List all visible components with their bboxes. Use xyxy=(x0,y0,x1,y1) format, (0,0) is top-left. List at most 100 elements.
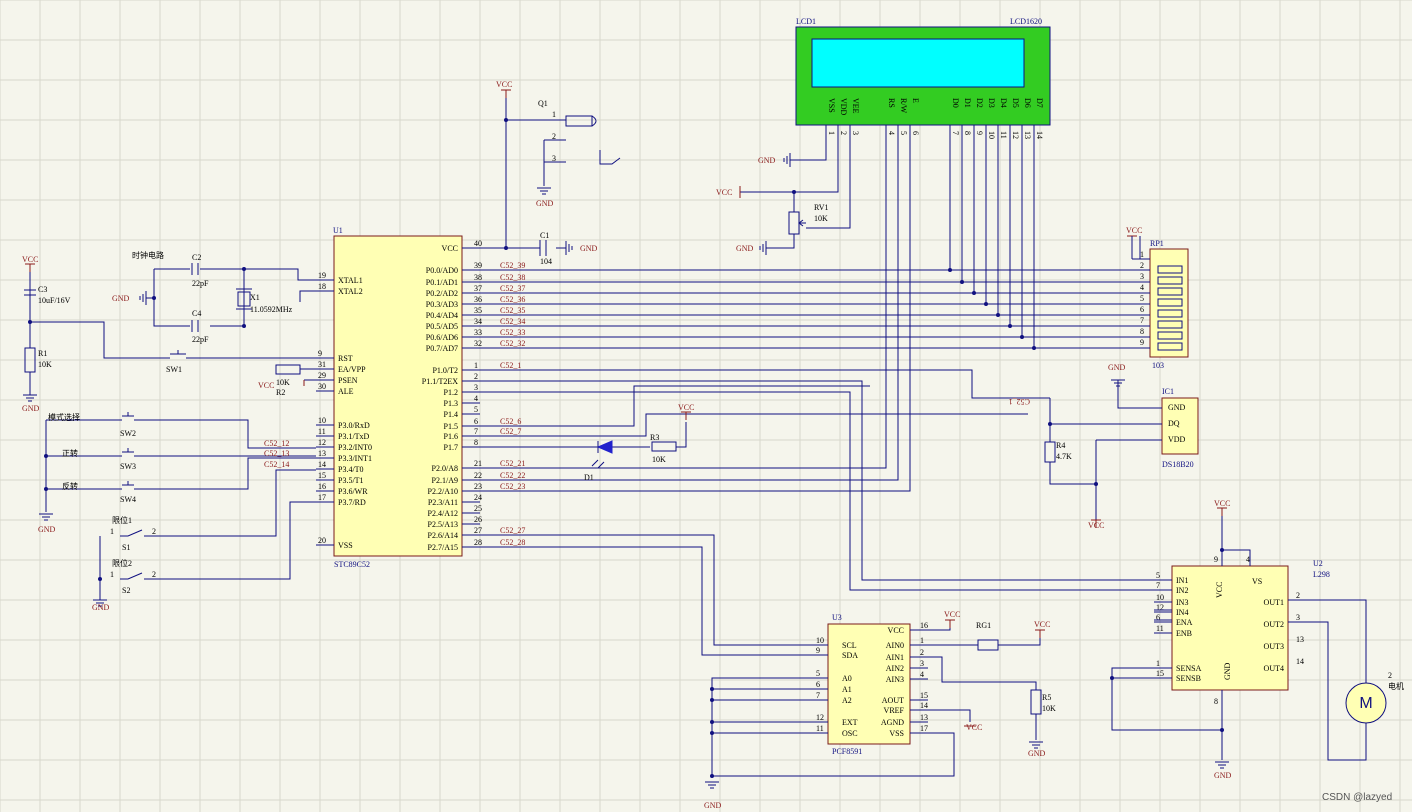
sw2-label: SW2 xyxy=(120,429,136,438)
mcu-pin-number: 26 xyxy=(474,515,482,524)
sw4-label: SW4 xyxy=(120,495,136,504)
l298-pin-label: IN1 xyxy=(1176,576,1188,585)
mcu-pin-label: P0.7/AD7 xyxy=(426,344,458,353)
l298-pin-label: SENSB xyxy=(1176,674,1201,683)
rp1-pin-number: 3 xyxy=(1140,272,1144,281)
driver-l298[interactable]: U2 L298 5IN17IN210IN312IN46ENA11ENB1SENS… xyxy=(1154,555,1330,706)
rp1-resistor xyxy=(1157,287,1183,296)
l298-pin-label: ENA xyxy=(1176,618,1193,627)
mcu-pin-label: P2.3/A11 xyxy=(428,498,458,507)
s2-label: S2 xyxy=(122,586,130,595)
mcu-pin-label: P0.3/AD3 xyxy=(426,300,458,309)
lcd-pin-number: 2 xyxy=(839,131,848,135)
pcf-pin-label: A0 xyxy=(842,674,852,683)
net-label: C52_35 xyxy=(500,306,525,315)
pcf-pin-number: 2 xyxy=(920,648,924,657)
rv1-label: RV1 xyxy=(814,203,828,212)
mcu-pin-number: 12 xyxy=(318,438,326,447)
gnd-label: GND xyxy=(536,199,554,208)
pcf-pin-number: 9 xyxy=(816,646,820,655)
mcu-pin-number: 32 xyxy=(474,339,482,348)
pcf-pin-label: AIN3 xyxy=(886,675,904,684)
mcu-pin-number: 13 xyxy=(318,449,326,458)
l298-ref: U2 xyxy=(1313,559,1323,568)
power-symbols: VCCGNDGNDGNDVCCGNDGNDVCCGNDVCCGNDGNDVCCG… xyxy=(22,80,1232,810)
pcf-pin-label: AIN0 xyxy=(886,641,904,650)
pcf-pin-number: 5 xyxy=(816,669,820,678)
mcu-pin-label: P3.5/T1 xyxy=(338,476,364,485)
c3-label: C3 xyxy=(38,285,47,294)
rg1-label: RG1 xyxy=(976,621,991,630)
net-label: C52_12 xyxy=(264,439,289,448)
mcu-pin-label: P2.2/A10 xyxy=(428,487,458,496)
l298-pin-number: 3 xyxy=(1296,613,1300,622)
pcf-pin-label: AGND xyxy=(881,718,904,727)
pcf-pin-number: 3 xyxy=(920,659,924,668)
gnd-label: GND xyxy=(580,244,598,253)
ds-net-label: C52_1 xyxy=(1009,397,1030,406)
rp1-pin-number: 5 xyxy=(1140,294,1144,303)
rp1-resistor xyxy=(1157,320,1183,329)
ds-ref: IC1 xyxy=(1162,387,1174,396)
pcf-pin-label: SCL xyxy=(842,641,857,650)
watermark: CSDN @lazyed xyxy=(1322,792,1392,803)
lcd-pin-label: RS xyxy=(887,98,896,108)
mcu-pin-label: P1.2 xyxy=(444,388,458,397)
mcu-pin-number: 38 xyxy=(474,273,482,282)
motor-symbol: M xyxy=(1359,695,1372,712)
vcc-label: VCC xyxy=(944,610,960,619)
rv1-value: 10K xyxy=(814,214,828,223)
s1-pin1: 1 xyxy=(110,527,114,536)
pcf-pin-label: AIN1 xyxy=(886,653,904,662)
net-label: C52_27 xyxy=(500,526,525,535)
l298-pin-label: VS xyxy=(1252,577,1262,586)
gnd-label: GND xyxy=(112,294,130,303)
adc-pcf8591[interactable]: U3 PCF8591 10SCL9SDA5A06A17A212EXT11OSC1… xyxy=(812,613,928,756)
mcu-stc89c52[interactable]: U1 STC89C52 19XTAL118XTAL29RST31EA/VPP29… xyxy=(316,226,482,569)
l298-pin-label: OUT1 xyxy=(1264,598,1284,607)
c4-value: 22pF xyxy=(192,335,209,344)
mcu-pin-label: P2.6/A14 xyxy=(428,531,458,540)
s2-text: 限位2 xyxy=(112,558,132,568)
lcd-pin-number: 6 xyxy=(911,131,920,135)
pcf-pin-number: 1 xyxy=(920,636,924,645)
mcu-pin-number: 27 xyxy=(474,526,482,535)
lcd-module[interactable]: LCD1 LCD1620 VSS1VDD2VEE3RS4R/W5E6D07D18… xyxy=(795,17,1051,143)
mcu-pin-label: RST xyxy=(338,354,353,363)
rp1-pin-number: 1 xyxy=(1140,250,1144,259)
net-label: C52_36 xyxy=(500,295,525,304)
mcu-pin-number: 17 xyxy=(318,493,326,502)
mcu-pin-number: 5 xyxy=(474,405,478,414)
mcu-pin-number: 4 xyxy=(474,394,478,403)
mcu-pin-number: 3 xyxy=(474,383,478,392)
l298-pin-number: 13 xyxy=(1296,635,1304,644)
gnd-label: GND xyxy=(38,525,56,534)
lcd-pin-label: E xyxy=(911,98,920,103)
net-label: C52_34 xyxy=(500,317,525,326)
net-label: C52_22 xyxy=(500,471,525,480)
vcc-label: VCC xyxy=(1088,521,1104,530)
l298-pin-label: OUT3 xyxy=(1264,642,1284,651)
pcf-pin-number: 16 xyxy=(920,621,928,630)
r4-value: 4.7K xyxy=(1056,452,1072,461)
gnd-label: GND xyxy=(736,244,754,253)
pcf-pin-number: 11 xyxy=(816,724,824,733)
l298-pin-number: 1 xyxy=(1156,659,1160,668)
mcu-pin-number: 29 xyxy=(318,371,326,380)
rp1-resistor xyxy=(1157,331,1183,340)
mcu-pin-number: 10 xyxy=(318,416,326,425)
mcu-pin-number: 2 xyxy=(474,372,478,381)
pcf-pin-label: VCC xyxy=(888,626,904,635)
junctions xyxy=(28,118,1224,778)
net-label: C52_32 xyxy=(500,339,525,348)
mcu-pin-label: P2.4/A12 xyxy=(428,509,458,518)
mcu-pin-number: 1 xyxy=(474,361,478,370)
mcu-pin-label: P0.0/AD0 xyxy=(426,266,458,275)
lcd-pin-number: 10 xyxy=(987,131,996,139)
lcd-pin-label: VEE xyxy=(851,98,860,114)
mcu-pin-label: P1.5 xyxy=(444,422,458,431)
mcu-pin-label: VSS xyxy=(338,541,353,550)
